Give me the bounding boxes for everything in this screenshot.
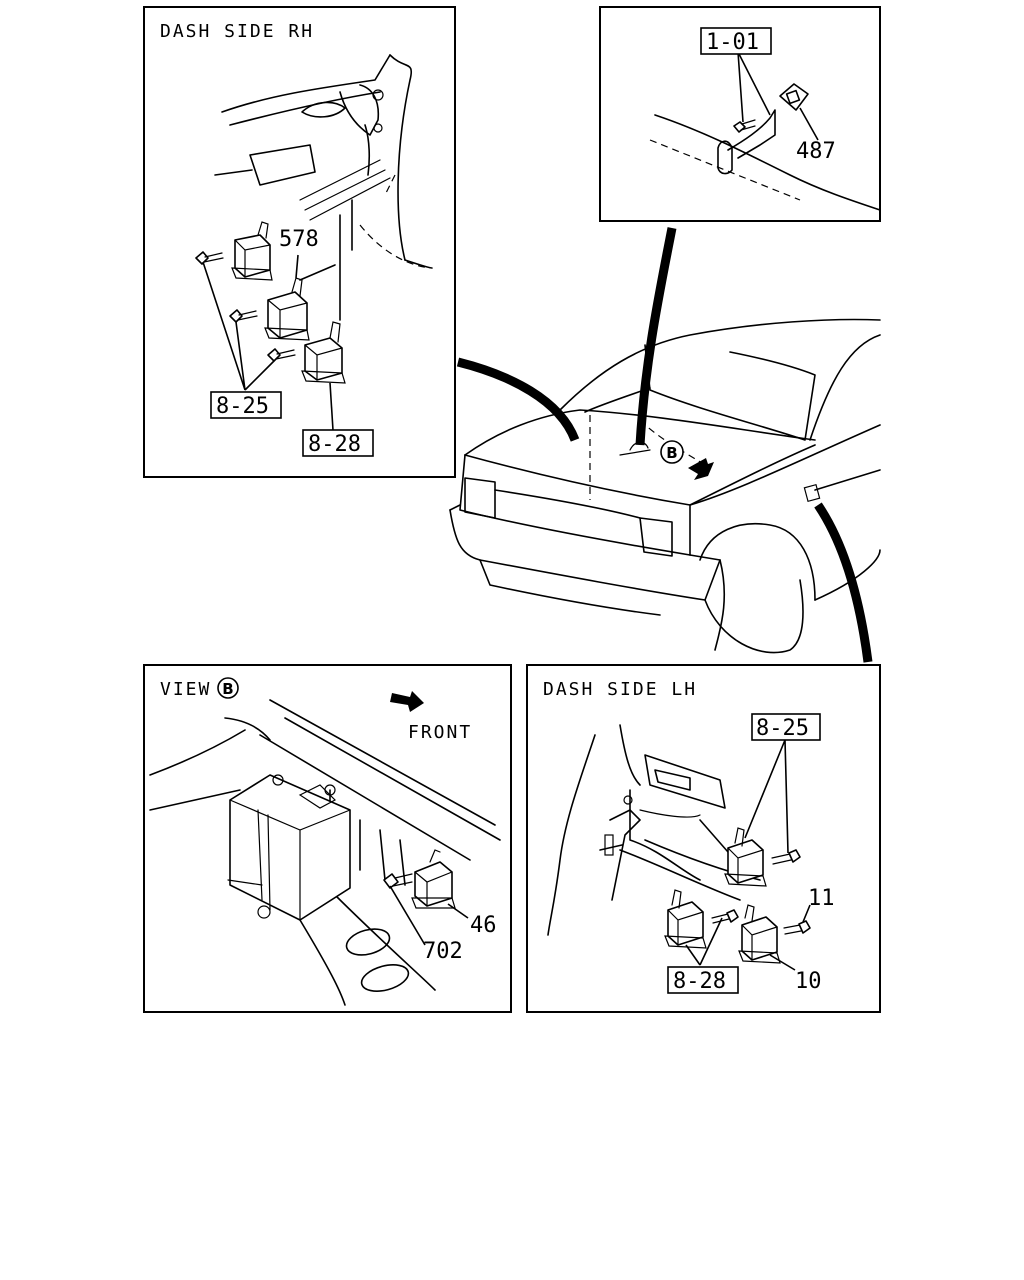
relay-rh-578 [264, 277, 310, 341]
battery [227, 774, 351, 921]
relay-lh-8-28 [664, 889, 707, 949]
direction-arrow-icon [688, 458, 714, 480]
label-8-28-lh: 8-28 [673, 969, 726, 994]
label-702: 702 [423, 939, 463, 964]
relay-rh-upper [231, 221, 273, 281]
label-487: 487 [796, 139, 836, 164]
panel-dash-side-lh: DASH SIDE LH [526, 664, 881, 1013]
screw-1-01 [733, 119, 756, 133]
label-10: 10 [795, 969, 822, 994]
label-8-28-rh: 8-28 [308, 432, 361, 457]
view-b-marker: B [660, 440, 714, 480]
front-label: FRONT [408, 722, 472, 743]
bolt-lh-upper [771, 849, 801, 865]
front-arrow-icon [390, 691, 424, 712]
svg-text:B: B [666, 444, 677, 462]
label-46: 46 [470, 913, 497, 938]
relay-lh-upper [724, 827, 767, 887]
clip-487 [779, 83, 809, 111]
label-11: 11 [808, 886, 835, 911]
vehicle-illustration [449, 318, 881, 654]
leader-to-top-panel [635, 227, 677, 446]
label-8-25-lh: 8-25 [756, 716, 809, 741]
bolt-rh-1 [195, 251, 224, 265]
panel-dash-side-rh: DASH SIDE RH [143, 6, 456, 478]
label-8-25-rh: 8-25 [216, 394, 269, 419]
bolt-rh-3 [267, 348, 296, 362]
label-1-01: 1-01 [706, 30, 759, 55]
panel-title-dash-lh: DASH SIDE LH [543, 679, 697, 700]
panel-title-dash-rh: DASH SIDE RH [160, 21, 314, 42]
leader-to-rh-panel [456, 357, 580, 442]
bolt-702 [383, 873, 413, 889]
panel-view-b: VIEW B FRONT [143, 664, 512, 1013]
label-578: 578 [279, 227, 319, 252]
relay-lh-10 [738, 904, 781, 964]
panel-top-right: 1-01 487 [599, 6, 881, 222]
bolt-rh-2 [229, 309, 258, 323]
relay-rh-lower [301, 321, 346, 384]
leader-to-lh-panel [814, 502, 873, 663]
panel-title-view: VIEW [160, 679, 211, 700]
view-b-circle: B [222, 680, 233, 698]
relay-46 [411, 849, 456, 909]
